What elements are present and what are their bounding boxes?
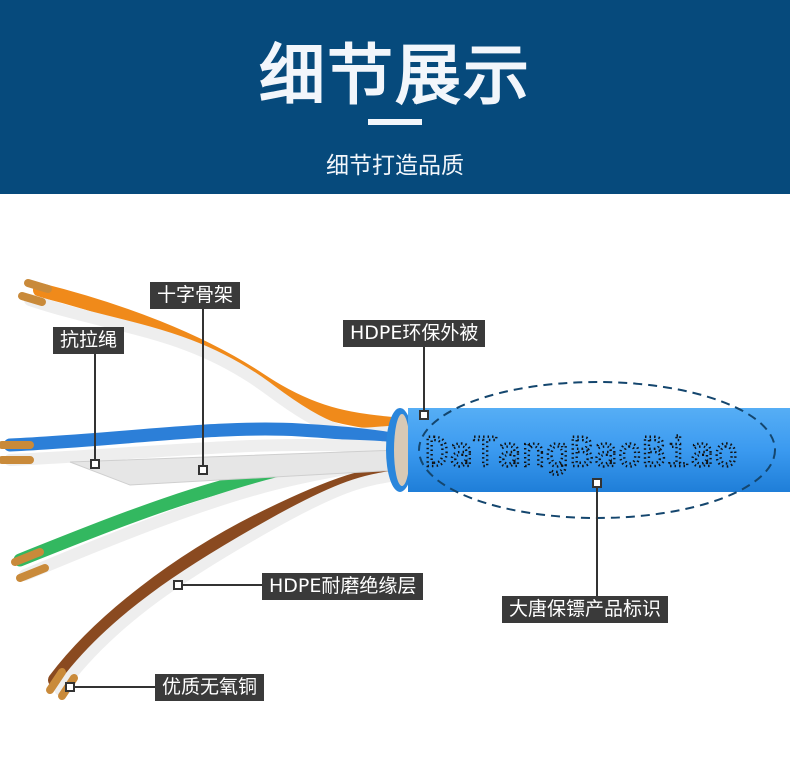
label-copper: 优质无氧铜 bbox=[155, 674, 265, 701]
printed-brand-text: DaTangBaoBiao bbox=[425, 430, 738, 476]
cable-illustration: DaTangBaoBiao bbox=[0, 279, 790, 700]
page-title: 细节展示 bbox=[259, 37, 531, 114]
label-brand-mark: 大唐保镖产品标识 bbox=[502, 596, 669, 623]
marker-points bbox=[65, 410, 602, 692]
label-skeleton: 十字骨架 bbox=[150, 282, 241, 309]
label-tensile-rope: 抗拉绳 bbox=[53, 327, 125, 354]
leader-lines bbox=[70, 308, 598, 688]
header-banner: 细节展示 细节打造品质 bbox=[0, 0, 790, 194]
title-divider bbox=[368, 119, 422, 125]
label-outer-jacket: HDPE环保外被 bbox=[343, 320, 486, 347]
page-subtitle: 细节打造品质 bbox=[326, 153, 464, 179]
blue-pair-icon bbox=[0, 422, 407, 466]
label-insulation: HDPE耐磨绝缘层 bbox=[262, 573, 424, 600]
